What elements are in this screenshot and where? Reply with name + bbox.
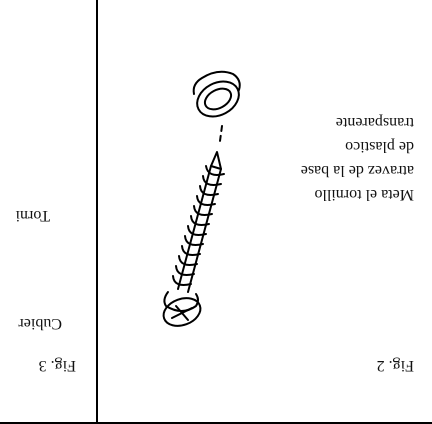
- fig3-label: Fig. 3: [38, 357, 76, 374]
- screw-head-icon: [162, 291, 202, 327]
- fig3-label-bottom: Torni: [15, 207, 50, 224]
- fig3-label-top: Cubier: [18, 315, 62, 332]
- washer-icon: [192, 70, 241, 118]
